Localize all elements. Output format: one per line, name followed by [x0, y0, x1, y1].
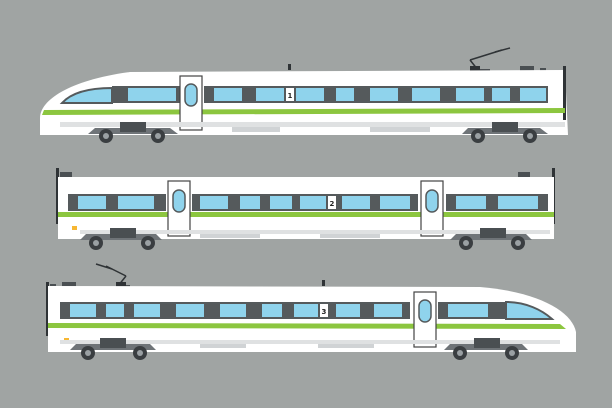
passenger-windows: [214, 88, 546, 101]
car-number-label: 1: [288, 92, 293, 100]
passenger-windows: [70, 304, 402, 317]
green-stripe: [48, 323, 566, 329]
bogie: [444, 338, 528, 360]
car-number-label: 2: [330, 200, 335, 208]
green-stripe: [42, 108, 565, 115]
train-car-2: 2: [56, 168, 555, 250]
bogie: [88, 122, 178, 143]
bogie: [450, 228, 532, 250]
passenger-windows: [200, 196, 410, 209]
bogie: [462, 122, 548, 143]
bogie: [80, 228, 162, 250]
train-car-1: 1: [40, 47, 568, 143]
green-stripe: [58, 212, 554, 217]
train-car-3: 3: [46, 263, 576, 360]
bogie: [70, 338, 156, 360]
car-number-label: 3: [322, 308, 327, 316]
windshield: [505, 300, 555, 320]
